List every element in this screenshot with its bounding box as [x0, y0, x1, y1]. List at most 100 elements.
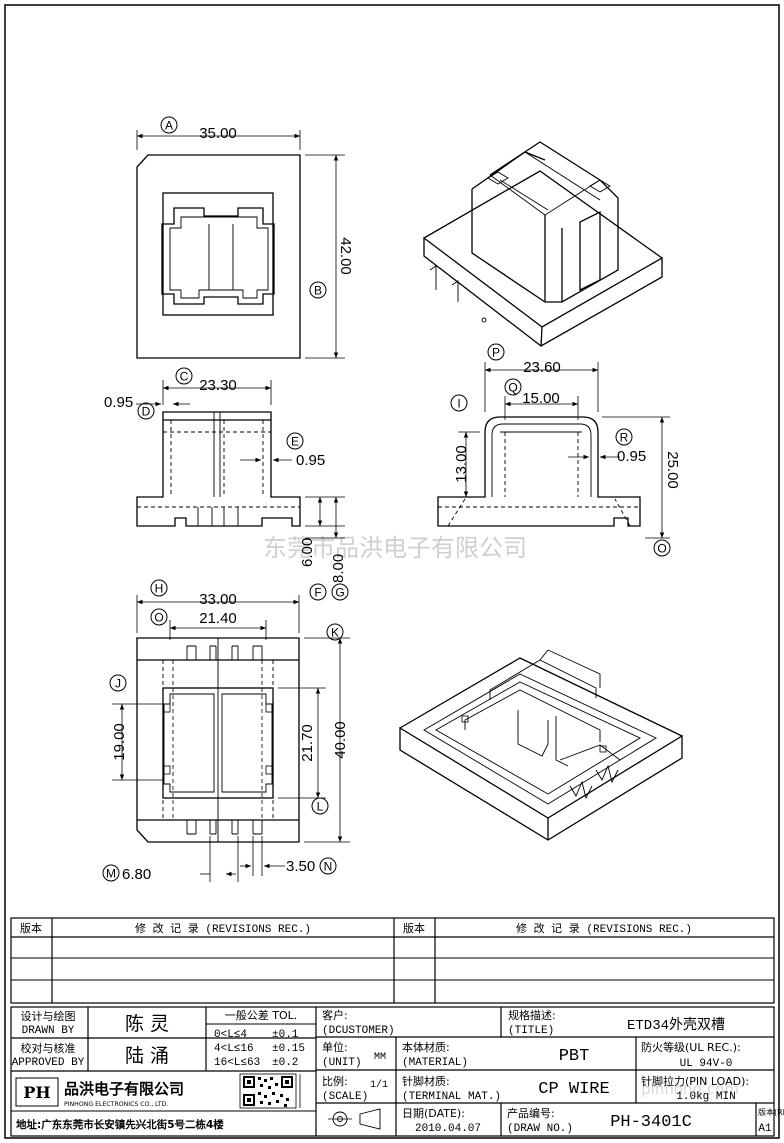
marker-d: D: [137, 402, 155, 420]
dim-e: 0.95: [296, 452, 325, 469]
marker-letter: H: [155, 582, 164, 596]
view-iso-bottom: [399, 649, 683, 841]
company-address: 地址:广东东莞市长安镇先兴北街5号二栋4楼: [16, 1118, 224, 1131]
dim-q: 15.00: [522, 390, 560, 407]
rev-col-version-left: 版本: [20, 921, 42, 935]
drawno-en: (DRAW NO.): [507, 1123, 573, 1135]
terminal-cn: 针脚材质:: [402, 1074, 450, 1088]
watermark-center: 东莞市品洪电子有限公司: [263, 534, 527, 562]
customer-en: (DCUSTOMER): [322, 1025, 395, 1037]
marker-letter: N: [324, 860, 333, 874]
qr-code: [243, 1076, 293, 1107]
marker-letter: G: [335, 586, 344, 600]
dim-g: 8.00: [330, 554, 347, 583]
scale-value: 1/1: [370, 1079, 388, 1091]
marker-letter: E: [291, 435, 299, 449]
marker-letter: P: [492, 346, 500, 360]
marker-l: L: [311, 797, 329, 815]
rev-value: A1: [758, 1123, 772, 1135]
dim-h: 33.00: [199, 591, 237, 608]
dim-n: 3.50: [286, 858, 315, 875]
dim-a: 35.00: [199, 125, 237, 142]
marker-c: C: [175, 367, 193, 385]
marker-letter: C: [180, 370, 189, 384]
material-cn: 本体材质:: [402, 1040, 450, 1054]
marker-letter: M: [106, 867, 116, 881]
marker-letter: K: [331, 626, 339, 640]
marker-letter: D: [142, 405, 151, 419]
dim-d: 0.95: [104, 394, 133, 411]
marker-t: O: [653, 539, 671, 557]
marker-letter: Q: [508, 381, 517, 395]
dim-p: 23.60: [523, 359, 561, 376]
marker-letter: L: [317, 800, 324, 814]
date-cn: 日期(DATE):: [402, 1107, 465, 1120]
marker-p: P: [487, 343, 505, 361]
tol-value-1: ±0.1: [272, 1029, 299, 1041]
approver-cn: 校对与核准: [21, 1041, 76, 1055]
marker-j: J: [109, 674, 127, 692]
watermark-side: pinhong.com: [641, 1080, 739, 1098]
rev-cn: 版本(REV):: [758, 1107, 784, 1117]
title-en: (TITLE): [508, 1025, 554, 1037]
dim-b: 42.00: [337, 237, 354, 275]
scale-en: (SCALE): [322, 1091, 368, 1103]
view-bottom: [112, 595, 350, 882]
marker-k: K: [326, 623, 344, 641]
company-name-cn: 品洪电子有限公司: [64, 1080, 184, 1098]
marker-i: I: [450, 394, 468, 412]
marker-letter: I: [457, 397, 460, 411]
marker-letter: B: [314, 284, 322, 298]
marker-letter: F: [314, 586, 321, 600]
pinload-value: 1.0kg MIN: [676, 1091, 735, 1103]
terminal-en: (TERMINAL MAT.): [402, 1091, 501, 1103]
marker-letter: O: [657, 542, 666, 556]
rev-col-version-right: 版本: [403, 921, 425, 935]
marker-letter: J: [115, 677, 121, 691]
marker-n: N: [319, 857, 337, 875]
marker-g: G: [331, 583, 349, 601]
material-en: (MATERIAL): [402, 1057, 468, 1069]
fire-cn: 防火等级(UL REC.):: [641, 1040, 741, 1054]
customer-cn: 客户:: [322, 1008, 348, 1022]
revisions-table: [10, 917, 775, 1004]
pinload-cn: 针脚拉力(PIN LOAD):: [641, 1074, 749, 1088]
title-block: [10, 1006, 775, 1137]
marker-m: M: [102, 864, 120, 882]
sheet-border: [4, 4, 780, 1139]
drawno-cn: 产品编号:: [507, 1106, 555, 1120]
unit-cn: 单位:: [322, 1040, 348, 1054]
marker-r: R: [615, 428, 633, 446]
approver-name: 陆 涌: [125, 1045, 169, 1067]
marker-e: E: [286, 432, 304, 450]
material-value: PBT: [559, 1047, 590, 1066]
marker-o: O: [150, 608, 168, 626]
title-cn: 规格描述:: [508, 1008, 556, 1022]
marker-b: B: [309, 281, 327, 299]
dim-s: 25.00: [664, 451, 681, 489]
date-value: 2010.04.07: [415, 1123, 481, 1135]
scale-cn: 比例:: [322, 1074, 348, 1088]
terminal-value: CP WIRE: [538, 1080, 609, 1099]
dim-r: 0.95: [617, 448, 646, 465]
view-top: [136, 130, 345, 359]
designer-cn: 设计与绘图: [21, 1009, 76, 1023]
dim-k-height: 21.70: [299, 724, 316, 762]
rev-col-record-right: 修 改 记 录 (REVISIONS REC.): [516, 921, 692, 936]
marker-letter: A: [165, 119, 173, 133]
fire-value: UL 94V-0: [680, 1058, 733, 1070]
marker-f: F: [309, 583, 327, 601]
company-name-en: PINHONG ELECTRONICS CO., LTD.: [64, 1101, 168, 1108]
dim-c: 23.30: [199, 377, 237, 394]
rev-col-record-left: 修 改 记 录 (REVISIONS REC.): [135, 921, 311, 936]
marker-h: H: [150, 579, 168, 597]
tol-value-2: ±0.15: [272, 1043, 305, 1055]
dim-i: 21.40: [199, 610, 237, 627]
marker-q: Q: [504, 378, 522, 396]
marker-letter: O: [154, 611, 163, 625]
tol-title: 一般公差 TOL.: [225, 1008, 298, 1022]
tol-range-1: 0<L≤4: [214, 1029, 247, 1041]
tol-value-3: ±0.2: [272, 1057, 298, 1069]
dim-j: 19.00: [111, 723, 128, 761]
dim-k: 40.00: [332, 721, 349, 759]
